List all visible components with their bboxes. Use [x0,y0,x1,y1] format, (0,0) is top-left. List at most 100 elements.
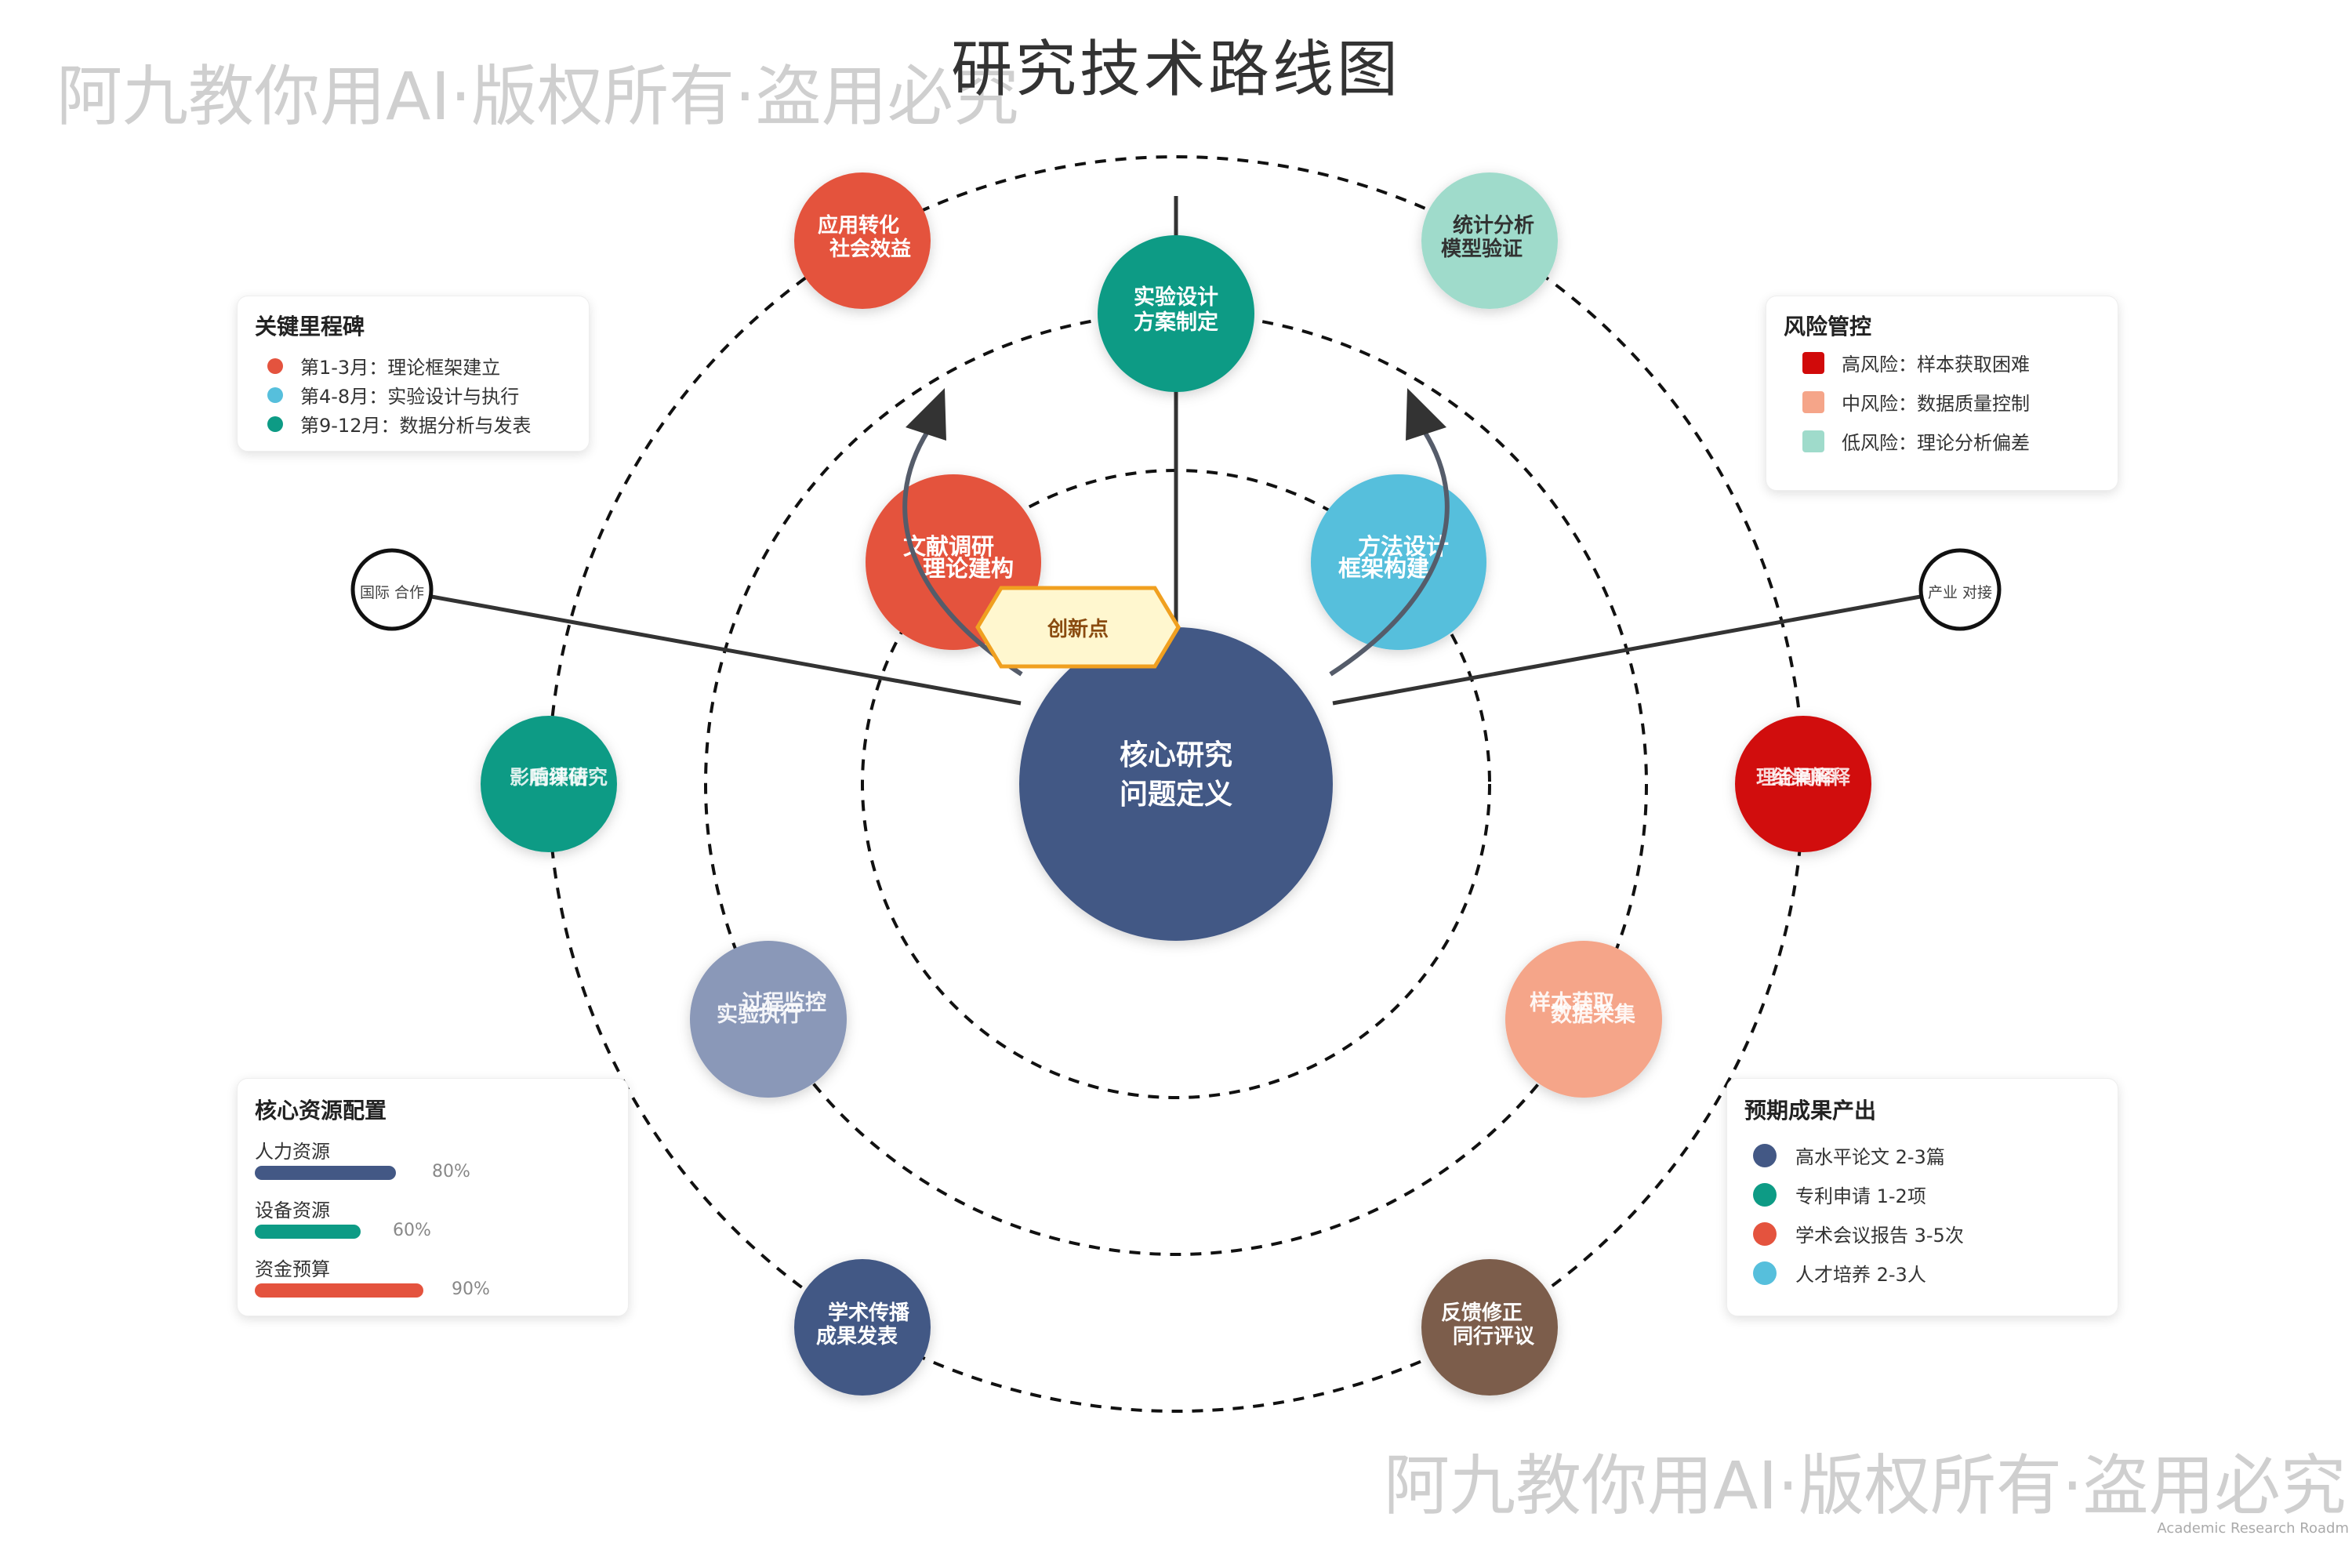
resource-percent: 90% [452,1279,490,1299]
node-sampling-line1: 样本获取 [1530,990,1614,1015]
core-line2: 问题定义 [1120,779,1232,811]
node-execution[interactable]: 过程监控 实验执行 [690,941,847,1098]
node-international-cooperation[interactable]: 国际 合作 [350,548,434,631]
arrow-method-to-design [1329,422,1450,677]
outcome-dot [1753,1221,1777,1246]
milestone-dot [267,416,283,432]
node-theory[interactable]: 理论阐释 结果解释 [1735,716,1871,852]
node-execution-line2: 实验执行 [717,1002,801,1027]
node-industry-docking[interactable]: 产业 对接 [1918,548,2002,631]
risk-title: 风险管控 [1784,314,1872,339]
risk-swatch [1802,430,1824,452]
risk-item: 低风险：理论分析偏差 [1802,427,2030,455]
node-application-line2: 社会效益 [829,237,911,261]
outcome-item: 人才培养 2-3人 [1753,1259,1926,1287]
node-dissemination-line2: 成果发表 [816,1324,898,1348]
outcome-label: 人才培养 2-3人 [1795,1264,1926,1286]
milestone-item: 第1-3月：理论框架建立 [267,352,500,379]
node-experiment-design-line2: 方案制定 [1134,310,1218,335]
node-method-line2: 框架构建 [1338,555,1429,582]
outcome-item: 高水平论文 2-3篇 [1753,1142,1945,1169]
watermark-top: 阿九教你用AI·版权所有·盗用必究 [56,58,1019,135]
node-experiment-design-line1: 实验设计 [1134,285,1218,310]
innovation-point-badge[interactable]: 创新点 [975,586,1181,669]
milestone-item: 第9-12月：数据分析与发表 [267,410,531,437]
node-feedback-line2: 同行评议 [1453,1324,1535,1348]
node-industry-label: 产业 对接 [1928,584,1992,601]
risk-swatch [1802,351,1824,374]
node-sampling-line2: 数据采集 [1551,1002,1636,1027]
watermark-bottom: 阿九教你用AI·版权所有·盗用必究 [1384,1447,2347,1524]
risk-swatch [1802,390,1824,413]
node-statistics-line1: 统计分析 [1453,213,1534,238]
milestone-label: 第9-12月：数据分析与发表 [300,415,532,437]
node-impact-line2: 后续研究 [529,766,608,789]
milestone-dot [267,387,283,403]
outcome-item: 专利申请 1-2项 [1753,1181,1926,1208]
node-feedback-line1: 反馈修正 [1441,1301,1523,1325]
arrow-literature-to-design-head [906,388,946,441]
node-sampling[interactable]: 样本获取 数据采集 [1505,941,1662,1098]
risk-label: 低风险：理论分析偏差 [1842,432,2030,454]
outcomes-panel: 预期成果产出 高水平论文 2-3篇 专利申请 1-2项 学术会议报告 3-5次 … [1726,1078,2118,1316]
connector-left [426,593,1022,706]
innovation-label: 创新点 [1047,617,1109,641]
milestone-label: 第1-3月：理论框架建立 [300,357,501,379]
node-application-line1: 应用转化 [818,213,899,238]
node-literature-line2: 理论建构 [923,555,1014,582]
node-experiment-design[interactable]: 实验设计 方案制定 [1098,235,1254,392]
outcome-dot [1753,1261,1777,1285]
arrow-literature-to-design [902,422,1023,677]
risk-label: 中风险：数据质量控制 [1842,393,2030,415]
risk-item: 高风险：样本获取困难 [1802,349,2030,376]
node-statistics-line2: 模型验证 [1441,237,1523,261]
node-feedback[interactable]: 反馈修正 同行评议 [1421,1259,1558,1396]
risk-label: 高风险：样本获取困难 [1842,354,2030,376]
outcome-label: 学术会议报告 3-5次 [1795,1225,1964,1247]
core-line1: 核心研究 [1120,739,1232,771]
node-theory-line1: 理论阐释 [1756,766,1835,789]
node-theory-line2: 结果解释 [1772,766,1851,789]
outcome-label: 专利申请 1-2项 [1795,1185,1926,1207]
resource-bar [255,1283,423,1298]
outcome-dot [1753,1182,1777,1207]
milestones-title: 关键里程碑 [255,314,365,339]
resources-title: 核心资源配置 [255,1098,387,1123]
core-research-question[interactable]: 核心研究 问题定义 [1019,627,1333,941]
node-statistics[interactable]: 统计分析 模型验证 [1421,172,1558,309]
node-impact-line1: 影响评估 [510,766,588,789]
resource-percent: 60% [393,1221,431,1240]
arrow-method-to-design-head [1406,388,1446,441]
node-literature-line1: 文献调研 [903,533,994,560]
outcome-dot [1753,1143,1777,1167]
node-application[interactable]: 应用转化 社会效益 [794,172,931,309]
resource-label: 设备资源 [255,1200,330,1221]
node-impact[interactable]: 影响评估 后续研究 [481,716,617,852]
milestone-item: 第4-8月：实验设计与执行 [267,381,519,408]
resources-panel: 核心资源配置 人力资源 80% 设备资源 60% 资金预算 90% [237,1078,629,1316]
page-title: 研究技术路线图 [950,34,1401,105]
node-execution-line1: 过程监控 [742,991,826,1015]
node-dissemination-line1: 学术传播 [828,1301,910,1325]
footer-note: Academic Research Roadm [2157,1520,2349,1537]
risk-item: 中风险：数据质量控制 [1802,388,2030,416]
connector-right [1332,593,1926,706]
node-method[interactable]: 方法设计 框架构建 [1311,474,1486,650]
risk-panel: 风险管控 高风险：样本获取困难 中风险：数据质量控制 低风险：理论分析偏差 [1766,296,2118,491]
resource-percent: 80% [432,1162,470,1181]
resource-label: 人力资源 [255,1141,330,1163]
orbit-ring-middle [704,312,1648,1256]
resource-bar [255,1225,361,1239]
node-international-label: 国际 合作 [360,584,424,601]
outcome-label: 高水平论文 2-3篇 [1795,1146,1945,1168]
milestones-panel: 关键里程碑 第1-3月：理论框架建立 第4-8月：实验设计与执行 第9-12月：… [237,296,590,452]
resource-label: 资金预算 [255,1258,330,1280]
node-dissemination[interactable]: 学术传播 成果发表 [794,1259,931,1396]
node-method-line1: 方法设计 [1358,533,1449,560]
outcome-item: 学术会议报告 3-5次 [1753,1220,1964,1247]
milestone-dot [267,358,283,374]
milestone-label: 第4-8月：实验设计与执行 [300,386,520,408]
resource-bar [255,1166,396,1180]
outcomes-title: 预期成果产出 [1744,1098,1877,1123]
